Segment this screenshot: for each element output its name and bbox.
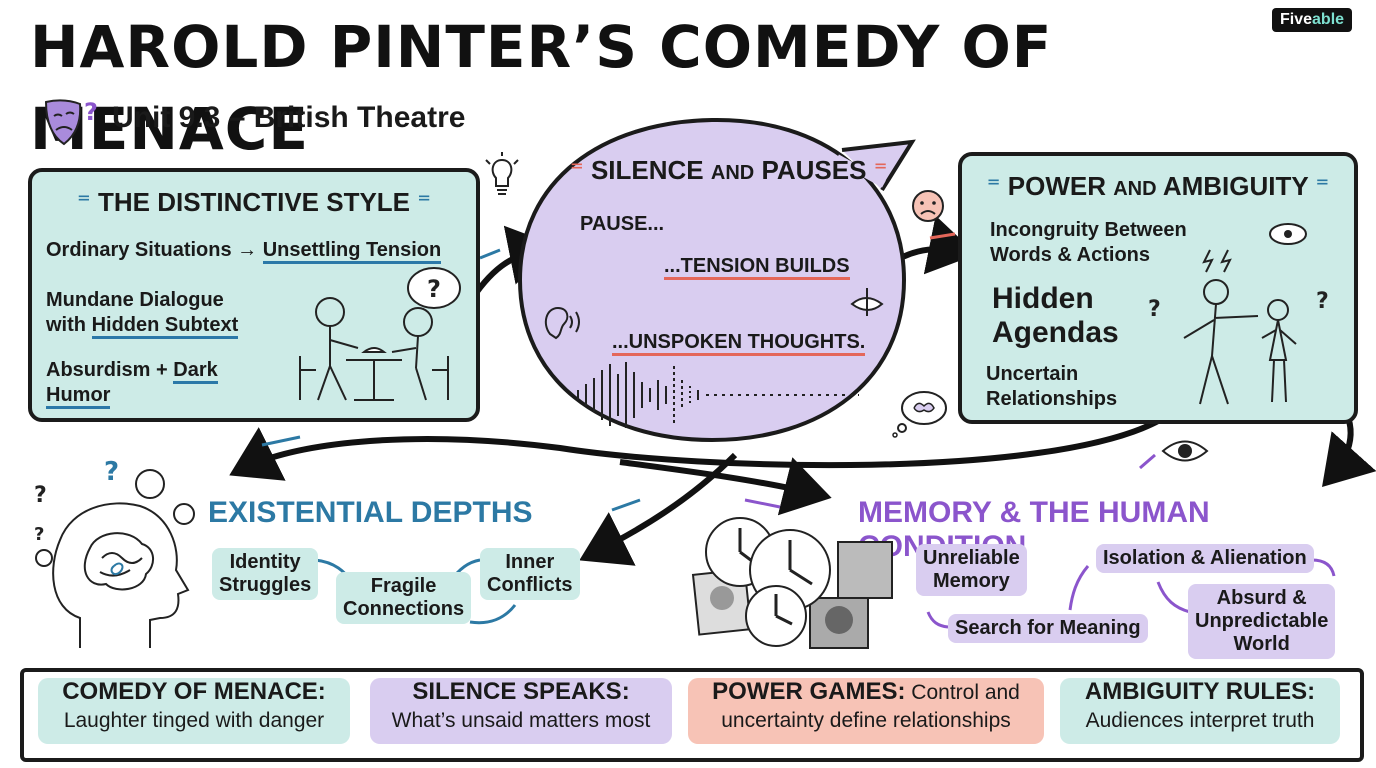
arrow-fragile-return (469, 604, 517, 625)
arrow-to-inner-conflicts (579, 452, 738, 566)
brain-thought-icon (892, 391, 947, 438)
power-heading: ⁼ POWER AND AMBIGUITY ⁼ (986, 171, 1330, 201)
arrow-to-memory (619, 457, 832, 516)
card-comedy-of-menace: COMEDY OF MENACE:Laughter tinged with da… (38, 678, 350, 744)
silence-tension: ...TENSION BUILDS (664, 254, 850, 280)
style-line-mundane: Mundane Dialogue with Hidden Subtext (46, 288, 239, 339)
silence-unspoken: ...UNSPOKEN THOUGHTS. (612, 330, 866, 356)
svg-text:?: ? (34, 483, 47, 508)
lightbulb-icon (485, 152, 519, 195)
arrow-search-to-isolation (1068, 565, 1090, 611)
silent-lips-icon (850, 288, 884, 316)
arrow-unreliable-to-search (926, 611, 949, 629)
silence-heading: ⁼ SILENCE AND PAUSES ⁼ (570, 155, 888, 185)
card-silence-speaks: SILENCE SPEAKS:What’s unsaid matters mos… (370, 678, 672, 744)
brain-head-icon: ? ? ? (34, 458, 195, 648)
svg-text:?: ? (1148, 297, 1161, 322)
power-ambiguity-panel: ⁼ POWER AND AMBIGUITY ⁼ Incongruity Betw… (958, 152, 1358, 424)
chip-search-for-meaning: Search for Meaning (948, 614, 1148, 643)
distinctive-style-heading: ⁼ THE DISTINCTIVE STYLE ⁼ (77, 187, 431, 217)
arrow-to-existential (229, 417, 1162, 481)
summary-bar (20, 668, 1364, 762)
theatre-mask-icon: ? (40, 96, 102, 150)
svg-text:?: ? (1316, 289, 1329, 314)
power-incongruity: Incongruity Between Words & Actions (990, 219, 1187, 266)
chip-isolation-alienation: Isolation & Alienation (1096, 544, 1314, 573)
page-title: HAROLD PINTER’S COMEDY OF MENACE (30, 13, 1053, 163)
style-line-ordinary: Ordinary Situations → Unsettling Tension (46, 238, 442, 264)
confrontation-illustration-icon: ? ? (1148, 223, 1329, 405)
silence-speech-bubble (512, 110, 932, 450)
existential-heading: EXISTENTIAL DEPTHS (208, 496, 533, 529)
svg-text:?: ? (34, 524, 44, 545)
style-line-absurdism: Absurdism + Dark Humor (46, 358, 218, 409)
svg-text:?: ? (427, 275, 441, 303)
sound-wave-icon (577, 362, 859, 428)
arrow-isolation-to-absurd (1156, 581, 1191, 614)
eye-icon (1161, 440, 1209, 462)
tea-table-illustration-icon: ? (299, 267, 461, 401)
arrow-isolation-loop (1311, 558, 1336, 577)
distinctive-style-panel: ⁼ THE DISTINCTIVE STYLE ⁼ Ordinary Situa… (28, 168, 480, 422)
page-subtitle: Unit 9.3 – British Theatre (112, 101, 466, 134)
svg-text:?: ? (104, 458, 119, 487)
power-hidden-agendas: Hidden Agendas (992, 282, 1119, 349)
fiveable-logo[interactable]: Fiveable (1272, 8, 1353, 32)
svg-text:?: ? (84, 98, 98, 126)
power-uncertain: Uncertain Relationships (986, 363, 1118, 410)
silence-pause: PAUSE... (580, 213, 665, 235)
ear-icon (544, 306, 580, 340)
worried-face-icon (912, 190, 944, 222)
card-ambiguity-rules: AMBIGUITY RULES:Audiences interpret trut… (1060, 678, 1340, 744)
clocks-and-photos-icon (691, 517, 893, 649)
